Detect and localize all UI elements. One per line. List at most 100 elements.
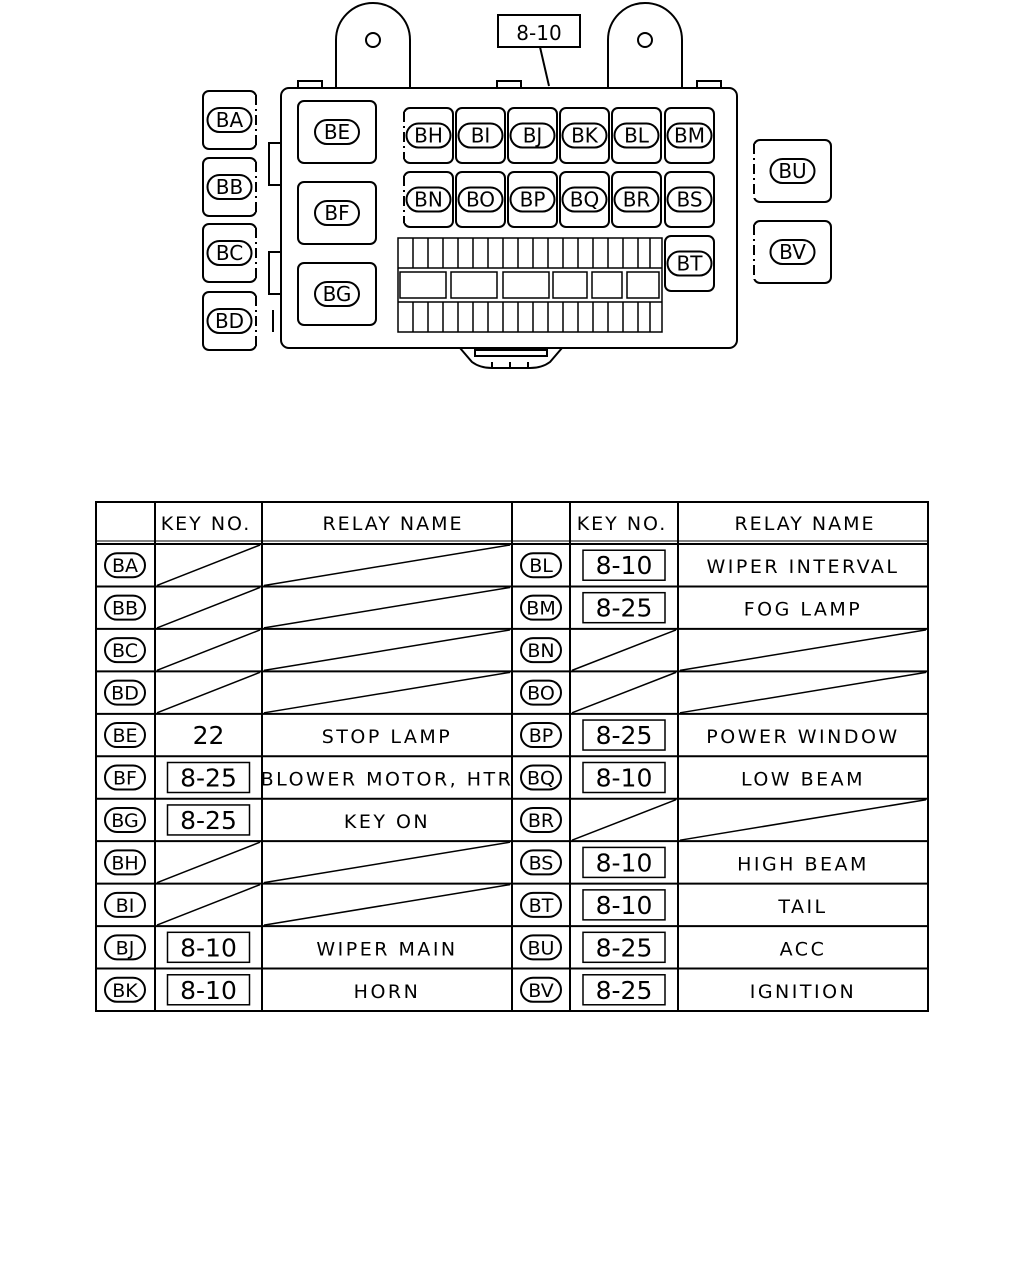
relay-code-label: BL (624, 124, 650, 148)
key-no-box (166, 931, 251, 964)
empty-key-slash (156, 586, 261, 629)
relay-code-oval (561, 186, 608, 213)
key-no-box (166, 761, 251, 794)
relay-socket-bp: BP (507, 171, 558, 228)
relay-name: IGNITION (750, 981, 857, 1003)
relay-socket-bq: BQ (559, 171, 610, 228)
relay-code-label: BU (778, 159, 806, 183)
relay-name: POWER WINDOW (706, 726, 899, 748)
key-no: 8-25 (596, 976, 653, 1005)
empty-key-slash (571, 629, 677, 672)
key-no: 8-10 (596, 891, 653, 920)
relay-code-label: BB (216, 175, 243, 199)
bottom-connector (459, 347, 563, 369)
row-code-oval (104, 764, 146, 791)
row-code-oval (104, 849, 146, 876)
relay-code-oval (769, 239, 816, 265)
callout-leader (539, 46, 550, 87)
relay-socket-ba: BA (202, 90, 258, 150)
table-row: BV 8-25 IGNITION (520, 974, 857, 1006)
empty-name-slash (263, 544, 511, 587)
row-code: BG (111, 810, 138, 832)
relay-name: WIPER MAIN (316, 938, 457, 960)
row-code-oval (104, 934, 146, 961)
relay-name: FOG LAMP (744, 599, 863, 621)
empty-name-slash (263, 586, 511, 629)
table-row: BR (520, 798, 927, 841)
relay-socket-bu: BU (752, 139, 832, 203)
relay-code-oval (314, 119, 360, 145)
relay-name: STOP LAMP (322, 726, 453, 748)
row-code: BM (526, 598, 555, 620)
relay-code-label: BT (677, 252, 704, 276)
table-row: BA (104, 544, 511, 587)
relay-code-label: BC (216, 241, 243, 265)
fuse-block (397, 237, 663, 333)
row-code: BB (112, 598, 138, 620)
row-code-oval (104, 722, 146, 749)
row-code: BF (113, 768, 137, 790)
row-code: BI (116, 895, 135, 917)
empty-name-slash (679, 629, 927, 672)
row-code-oval (520, 594, 562, 621)
key-no: 8-25 (596, 933, 653, 962)
row-code: BJ (116, 937, 135, 959)
row-code: BV (528, 980, 553, 1002)
key-no-box (166, 974, 251, 1006)
relay-name: BLOWER MOTOR, HTR (261, 769, 514, 791)
mounting-tab-left (335, 2, 411, 88)
relay-code-label: BI (471, 124, 491, 148)
row-code: BO (527, 683, 555, 705)
relay-socket-bg: BG (297, 262, 377, 326)
row-code-oval (520, 849, 562, 876)
empty-key-slash (156, 841, 261, 884)
header-relay-name-left: RELAY NAME (322, 513, 463, 535)
relay-code-oval (314, 281, 360, 307)
relay-code-label: BD (215, 309, 244, 333)
relay-code-oval (509, 122, 556, 149)
key-no: 8-10 (180, 933, 237, 962)
empty-name-slash (679, 798, 927, 841)
relay-code-oval (314, 200, 360, 226)
relay-code-oval (666, 250, 713, 277)
row-code-oval (520, 764, 562, 791)
row-code: BD (111, 683, 139, 705)
empty-name-slash (263, 841, 511, 884)
key-no-box (582, 761, 666, 794)
table-row: BJ 8-10 WIPER MAIN (104, 931, 457, 964)
relay-code-oval (666, 122, 713, 149)
row-code-oval (104, 594, 146, 621)
row-code-oval (520, 637, 562, 664)
row-code-oval (104, 679, 146, 706)
relay-code-label: BN (414, 188, 443, 212)
relay-code-label: BV (779, 240, 806, 264)
relay-socket-br: BR (611, 171, 662, 228)
table-row: BH (104, 841, 511, 884)
row-code-oval (520, 679, 562, 706)
row-code-oval (104, 552, 146, 579)
relay-socket-bo: BO (455, 171, 506, 228)
relay-socket-bs: BS (664, 171, 715, 228)
relay-code-label: BO (466, 188, 495, 212)
relay-code-oval (206, 240, 253, 266)
relay-socket-be: BE (297, 100, 377, 164)
header-key-no-right: KEY NO. (577, 513, 668, 535)
relay-code-oval (613, 186, 660, 213)
relay-socket-bb: BB (202, 157, 258, 217)
relay-socket-bk: BK (559, 107, 610, 164)
row-code: BR (528, 810, 554, 832)
row-code: BH (111, 852, 138, 874)
empty-key-slash (156, 671, 261, 714)
key-no: 8-10 (596, 551, 653, 580)
empty-name-slash (679, 671, 927, 714)
relay-code-label: BM (674, 124, 705, 148)
